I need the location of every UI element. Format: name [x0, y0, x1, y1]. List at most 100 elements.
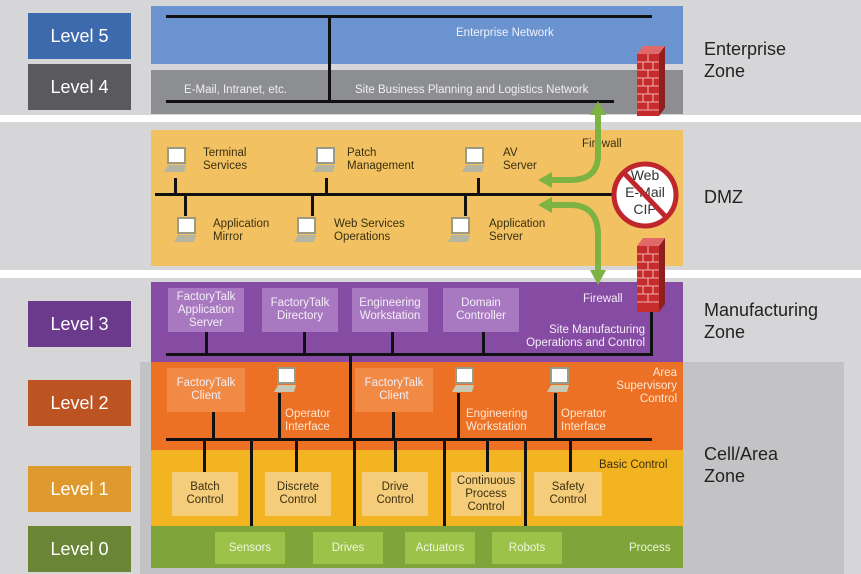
- blocked-protocols-sign: Web E-Mail CIP: [610, 160, 680, 230]
- ft-directory-link: [303, 332, 306, 354]
- op-interface-2-link: [554, 393, 557, 439]
- web-services-link: [311, 194, 314, 216]
- cell-area-zone-line1: Cell/Area: [704, 444, 779, 464]
- dmz-panel: [151, 130, 683, 266]
- av-server-computer-icon: [462, 147, 484, 172]
- sensors-link: [250, 440, 253, 535]
- application-mirror-link: [184, 194, 187, 216]
- safety-link: [569, 440, 572, 472]
- operator-interface-2-computer-icon: [547, 367, 569, 392]
- process-label: Process: [629, 542, 671, 554]
- engineering-workstation-computer-icon: [452, 367, 474, 392]
- batch-link: [203, 440, 206, 472]
- continuous-link: [486, 440, 489, 472]
- level-4-label: Level 4: [28, 64, 131, 110]
- ft-app-server-link: [205, 332, 208, 354]
- enterprise-bus: [166, 15, 652, 18]
- discrete-link: [295, 440, 298, 472]
- op-interface-1-link: [278, 393, 281, 439]
- enterprise-zone-label: Enterprise Zone: [704, 38, 786, 82]
- application-server-computer-icon: [448, 217, 470, 242]
- manufacturing-zone-line2: Zone: [704, 322, 746, 342]
- web-services-computer-icon: [294, 217, 316, 242]
- dmz-bus: [155, 193, 615, 196]
- manufacturing-zone-label: Manufacturing Zone: [704, 299, 818, 343]
- enterprise-network-label: Enterprise Network: [456, 27, 554, 39]
- firewall-top-icon: [637, 46, 665, 116]
- patch-management-link: [325, 178, 328, 194]
- drives-link: [353, 440, 356, 535]
- operator-interface-1-computer-icon: [274, 367, 296, 392]
- dmz-zone-label: DMZ: [704, 186, 743, 208]
- level-0-label: Level 0: [28, 526, 131, 572]
- level-3-label: Level 3: [28, 301, 131, 347]
- email-intranet-label: E-Mail, Intranet, etc.: [184, 84, 287, 96]
- enterprise-zone-line2: Zone: [704, 61, 746, 81]
- cell-area-zone-label: Cell/Area Zone: [704, 443, 778, 487]
- firewall-l3-link: [650, 310, 653, 356]
- dmz-zone-line1: DMZ: [704, 187, 743, 207]
- terminal-services-link: [174, 178, 177, 194]
- robots-link: [524, 440, 527, 535]
- prohibited-icon: [611, 161, 679, 229]
- cell-area-zone-line2: Zone: [704, 466, 746, 486]
- level4-bus: [166, 100, 614, 103]
- level-2-label: Level 2: [28, 380, 131, 426]
- actuators-link: [443, 440, 446, 535]
- firewall-manufacturing-label: Firewall: [583, 293, 623, 305]
- terminal-services-computer-icon: [164, 147, 186, 172]
- actuators-box: Actuators: [405, 532, 475, 564]
- manufacturing-zone-line1: Manufacturing: [704, 300, 819, 320]
- level-5-label: Level 5: [28, 13, 131, 59]
- level-1-label: Level 1: [28, 466, 131, 512]
- level2-bus: [166, 438, 652, 441]
- green-flow-arrows: [538, 101, 606, 285]
- enterprise-zone-line1: Enterprise: [704, 39, 787, 59]
- sensors-box: Sensors: [215, 532, 285, 564]
- level3-bus: [166, 353, 652, 356]
- av-server-link: [477, 178, 480, 194]
- ft-client-2-link: [392, 412, 395, 439]
- arrow-up-to-enterprise: [538, 101, 606, 188]
- patch-management-computer-icon: [313, 147, 335, 172]
- basic-control-label: Basic Control: [599, 459, 668, 471]
- eng-ws-l2-link: [457, 393, 460, 439]
- arrow-down-to-manufacturing: [538, 197, 606, 285]
- firewall-bottom-icon: [637, 238, 665, 312]
- application-mirror-computer-icon: [174, 217, 196, 242]
- domain-controller-link: [482, 332, 485, 354]
- level4-panel: [151, 70, 683, 114]
- firewall-top-label: Firewall: [582, 138, 622, 150]
- ft-client-1-link: [212, 412, 215, 439]
- level2-vertical-link: [349, 354, 352, 440]
- application-server-link: [464, 194, 467, 216]
- eng-ws-l3-link: [391, 332, 394, 354]
- robots-box: Robots: [492, 532, 562, 564]
- drive-control-link: [394, 440, 397, 472]
- site-business-network-label: Site Business Planning and Logistics Net…: [355, 84, 589, 96]
- enterprise-vertical-link: [328, 15, 331, 101]
- drives-box: Drives: [313, 532, 383, 564]
